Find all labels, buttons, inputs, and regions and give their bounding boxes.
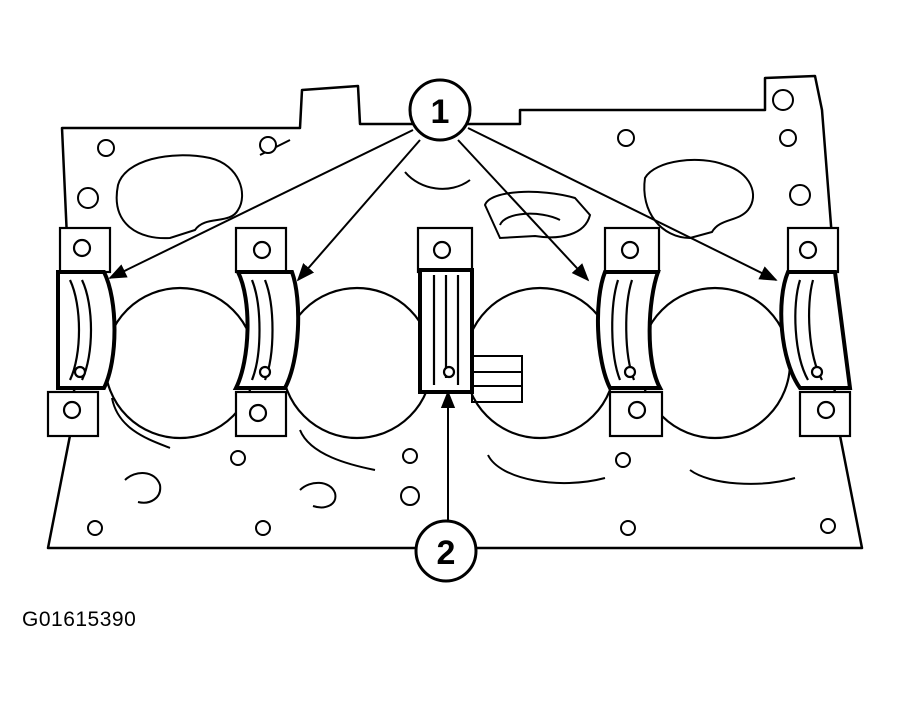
callout-2-label: 2	[437, 534, 456, 572]
main-bearing-5	[779, 226, 853, 438]
oil-passage	[471, 355, 523, 403]
figure-id: G01615390	[22, 608, 137, 631]
callout-1: 1	[408, 78, 472, 142]
callout-2-circle	[414, 519, 478, 583]
engine-block-outline	[46, 74, 864, 550]
main-bearing-2	[232, 226, 301, 438]
main-bearing-1	[46, 226, 117, 438]
callout-1-leaders	[108, 127, 778, 282]
callout-1-circle	[408, 78, 472, 142]
main-bearing-4	[595, 226, 664, 438]
main-bearing-3-thrust	[416, 226, 474, 394]
block-bolt-holes	[77, 89, 836, 536]
callout-2: 2	[414, 519, 478, 583]
callout-1-label: 1	[431, 93, 450, 131]
